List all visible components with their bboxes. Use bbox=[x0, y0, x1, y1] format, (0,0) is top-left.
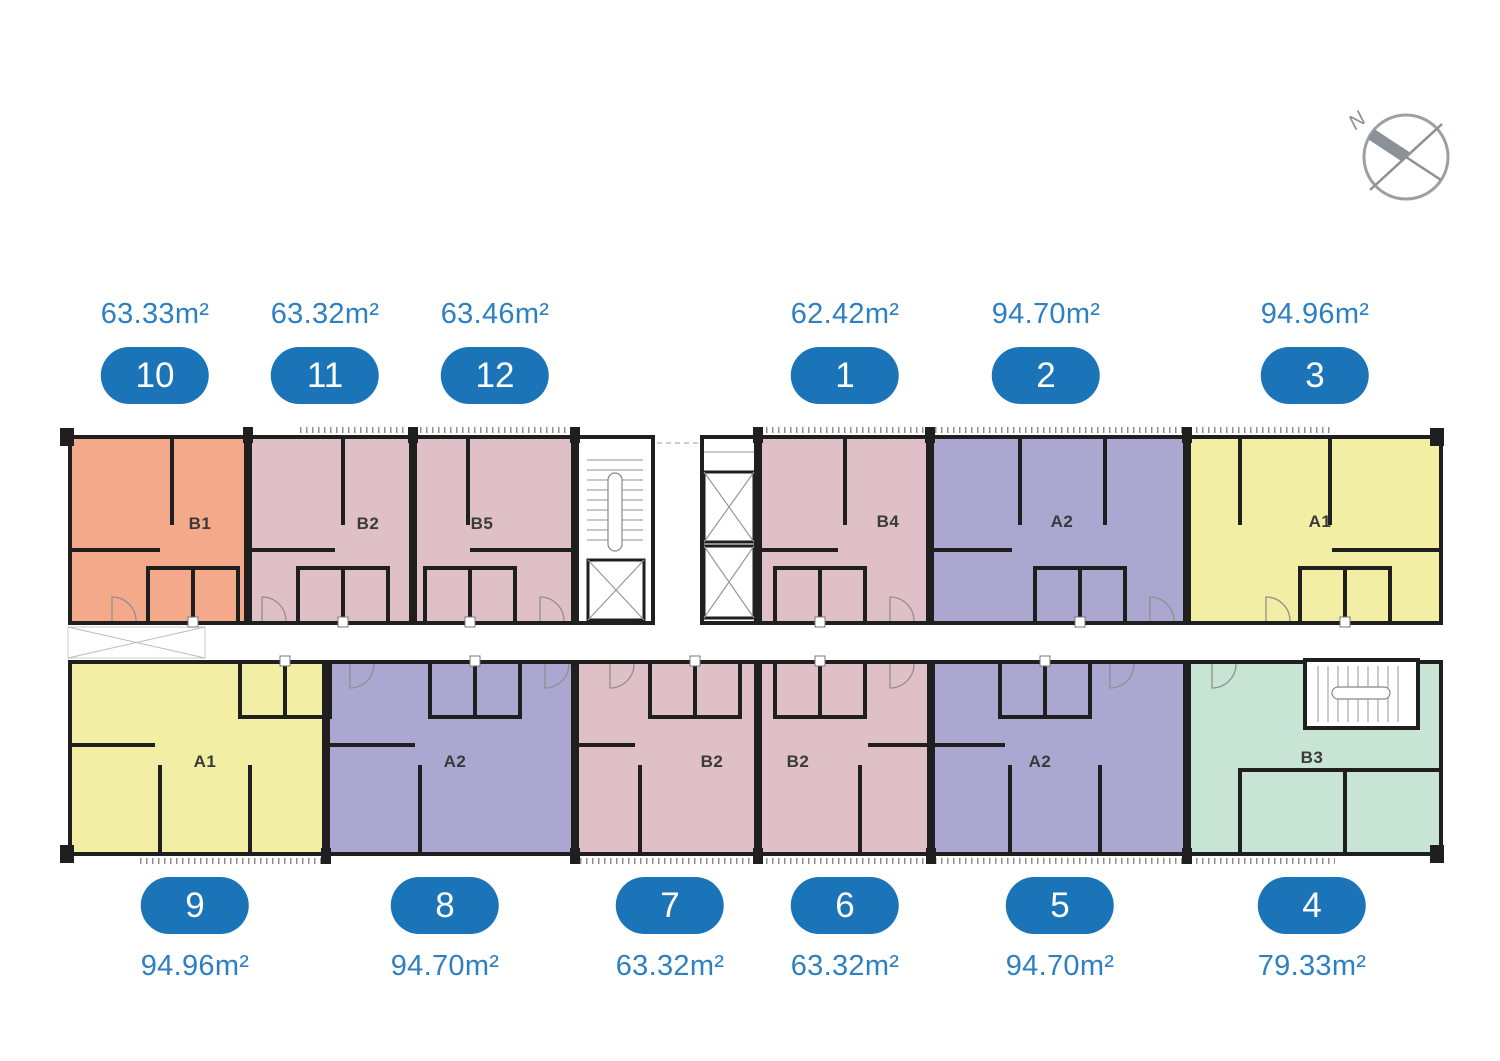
unit-6-label-group: 6 63.32m² bbox=[791, 877, 900, 983]
unit-1-badge[interactable]: 1 bbox=[791, 347, 899, 404]
unit-type-label: A2 bbox=[443, 752, 467, 771]
unit-number: 6 bbox=[835, 885, 855, 925]
unit-11-badge[interactable]: 11 bbox=[271, 347, 379, 404]
area-label: 94.96m² bbox=[140, 950, 250, 982]
compass-icon: N bbox=[1344, 107, 1450, 201]
unit-type-label: B2 bbox=[700, 752, 724, 771]
unit-7-badge[interactable]: 7 bbox=[616, 877, 724, 934]
unit-3-label-group: 94.96m² 3 bbox=[1261, 298, 1370, 404]
unit-8-label-group: 8 94.70m² bbox=[391, 877, 500, 983]
unit-type-label: A1 bbox=[193, 752, 217, 771]
unit-12-badge[interactable]: 12 bbox=[441, 347, 549, 404]
void-area bbox=[67, 626, 206, 659]
compass-north-label: N bbox=[1344, 107, 1371, 135]
unit-number: 4 bbox=[1302, 885, 1322, 925]
unit-5-a2[interactable] bbox=[931, 660, 1187, 856]
unit-type-label: A2 bbox=[1028, 752, 1052, 771]
unit-type-label: B1 bbox=[188, 514, 212, 533]
unit-4-badge[interactable]: 4 bbox=[1258, 877, 1366, 934]
unit-7-b2[interactable] bbox=[575, 660, 758, 856]
unit-number: 9 bbox=[185, 885, 205, 925]
unit-2-label-group: 94.70m² 2 bbox=[992, 298, 1101, 404]
balcony-hatch bbox=[1190, 858, 1335, 864]
unit-type-label: B4 bbox=[876, 512, 900, 531]
unit-9-label-group: 9 94.96m² bbox=[141, 877, 250, 983]
unit-10-badge[interactable]: 10 bbox=[101, 347, 209, 404]
unit-6-badge[interactable]: 6 bbox=[791, 877, 899, 934]
area-label: 94.96m² bbox=[1260, 298, 1370, 330]
unit-number: 2 bbox=[1036, 355, 1056, 395]
balcony-hatch bbox=[1190, 427, 1330, 433]
area-label: 63.32m² bbox=[790, 950, 900, 982]
unit-6-b2[interactable] bbox=[758, 660, 931, 856]
balcony-hatch bbox=[580, 858, 930, 864]
unit-1-label-group: 62.42m² 1 bbox=[791, 298, 900, 404]
unit-number: 8 bbox=[435, 885, 455, 925]
unit-2-badge[interactable]: 2 bbox=[992, 347, 1100, 404]
unit-number: 3 bbox=[1305, 355, 1325, 395]
balcony-hatch bbox=[140, 858, 325, 864]
unit-11-b2[interactable] bbox=[248, 435, 413, 625]
unit-number: 1 bbox=[835, 355, 855, 395]
unit-number: 12 bbox=[475, 355, 515, 395]
unit-number: 11 bbox=[306, 355, 344, 395]
area-label: 94.70m² bbox=[991, 298, 1101, 330]
balcony-hatch bbox=[300, 427, 575, 433]
unit-number: 5 bbox=[1050, 885, 1070, 925]
unit-type-label: B3 bbox=[1300, 748, 1324, 767]
unit-1-b4[interactable] bbox=[758, 435, 930, 625]
lobby-gap bbox=[655, 435, 700, 625]
unit-type-label: B2 bbox=[356, 514, 380, 533]
area-label: 63.46m² bbox=[440, 298, 550, 330]
stair-core bbox=[575, 435, 655, 625]
unit-4-label-group: 4 79.33m² bbox=[1258, 877, 1367, 983]
unit-3-badge[interactable]: 3 bbox=[1261, 347, 1369, 404]
area-label: 79.33m² bbox=[1257, 950, 1367, 982]
area-label: 63.32m² bbox=[615, 950, 725, 982]
unit-10-b1[interactable] bbox=[68, 435, 248, 625]
area-label: 63.33m² bbox=[100, 298, 210, 330]
unit-5-label-group: 5 94.70m² bbox=[1006, 877, 1115, 983]
area-label: 94.70m² bbox=[1005, 950, 1115, 982]
unit-type-label: B5 bbox=[470, 514, 494, 533]
unit-5-badge[interactable]: 5 bbox=[1006, 877, 1114, 934]
elevator-core bbox=[700, 435, 758, 625]
unit-11-label-group: 63.32m² 11 bbox=[271, 298, 380, 404]
unit-9-badge[interactable]: 9 bbox=[141, 877, 249, 934]
unit-number: 7 bbox=[660, 885, 680, 925]
area-label: 94.70m² bbox=[390, 950, 500, 982]
unit-10-label-group: 63.33m² 10 bbox=[101, 298, 210, 404]
unit-number: 10 bbox=[135, 355, 175, 395]
unit-8-badge[interactable]: 8 bbox=[391, 877, 499, 934]
unit-12-label-group: 63.46m² 12 bbox=[441, 298, 550, 404]
area-label: 62.42m² bbox=[790, 298, 900, 330]
unit-12-b5[interactable] bbox=[413, 435, 575, 625]
balcony-hatch bbox=[935, 858, 1185, 864]
unit-type-label: B2 bbox=[786, 752, 810, 771]
balcony-hatch bbox=[935, 427, 1185, 433]
area-label: 63.32m² bbox=[270, 298, 380, 330]
unit-7-label-group: 7 63.32m² bbox=[616, 877, 725, 983]
balcony-hatch bbox=[760, 427, 930, 433]
unit-type-label: A2 bbox=[1050, 512, 1074, 531]
unit-type-label: A1 bbox=[1308, 512, 1332, 531]
